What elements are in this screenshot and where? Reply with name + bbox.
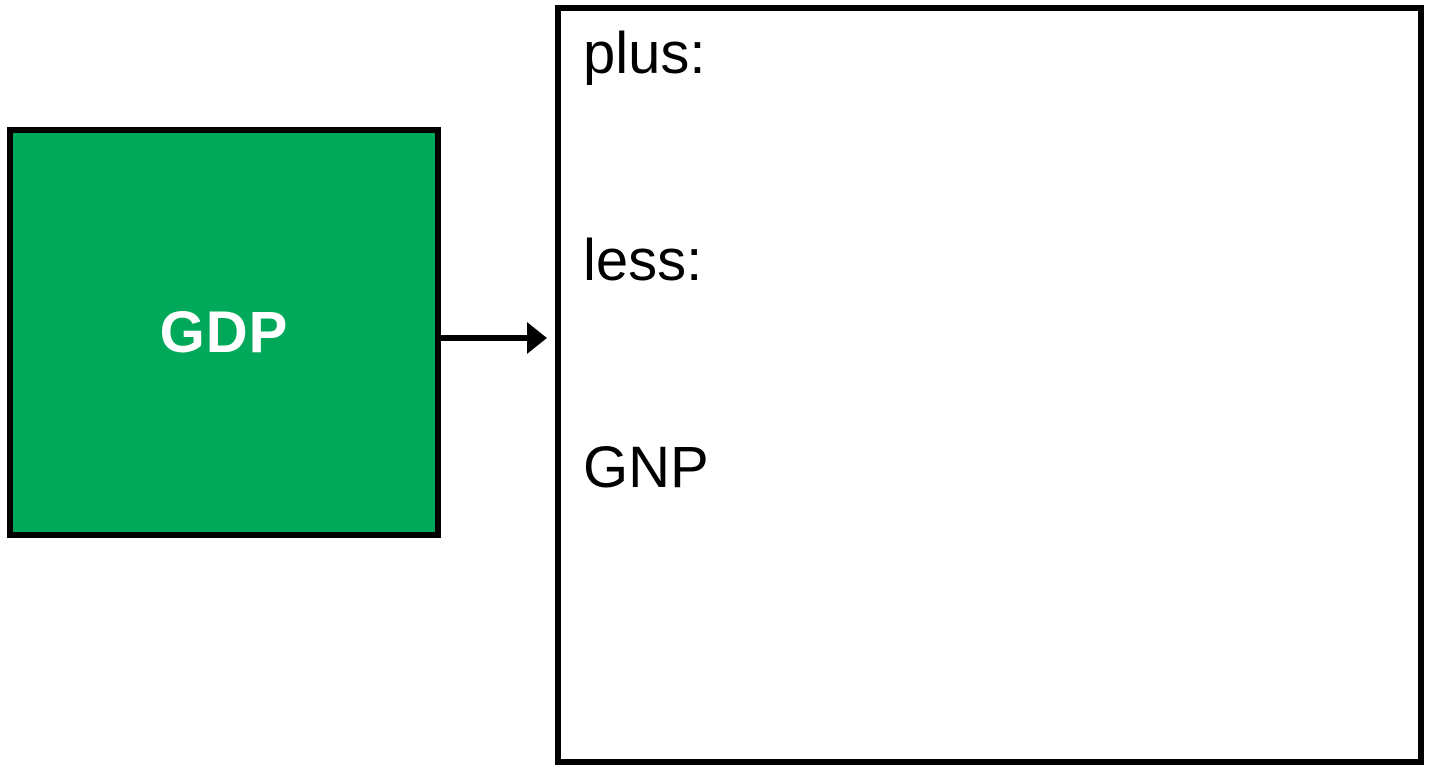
gdp-box: GDP	[7, 127, 441, 538]
result-line-less: less:	[583, 228, 703, 293]
result-box: plus: less: GNP	[555, 5, 1424, 765]
arrow-shaft	[441, 335, 531, 341]
result-line-gnp: GNP	[583, 435, 709, 500]
arrow-head-icon	[527, 322, 547, 354]
right-arrow	[441, 322, 547, 354]
result-line-plus: plus:	[583, 21, 706, 86]
gdp-box-label: GDP	[159, 299, 289, 365]
